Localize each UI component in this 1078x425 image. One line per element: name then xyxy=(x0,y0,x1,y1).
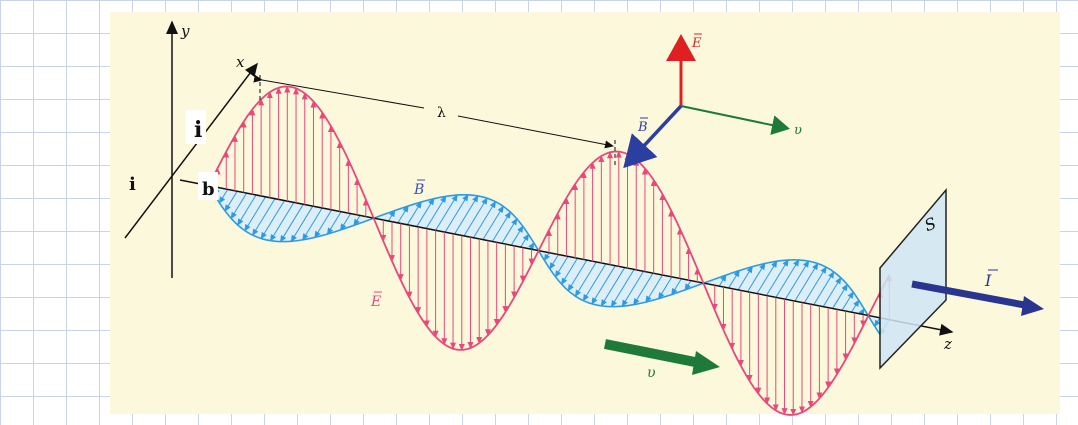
b-field-vector xyxy=(684,280,692,291)
b-field-vector xyxy=(728,269,740,289)
screen-surface xyxy=(879,187,947,370)
b-field-vector xyxy=(435,194,458,231)
b-field-vector xyxy=(671,278,682,296)
velocity-arrow xyxy=(604,339,701,368)
b-field-vector xyxy=(600,267,626,307)
b-field-vector xyxy=(765,259,789,296)
b-field-vector xyxy=(567,259,588,292)
b-field-vector xyxy=(574,261,597,298)
b-field-vector xyxy=(224,191,238,212)
b-field-vector xyxy=(501,217,518,244)
intensity-label: I xyxy=(984,271,992,290)
b-field-vector xyxy=(591,265,616,305)
b-field-vector xyxy=(561,258,578,285)
b-field-vector xyxy=(387,209,396,222)
b-field-vector xyxy=(858,307,865,316)
b-field-vector xyxy=(737,265,753,291)
b-field-vector xyxy=(260,200,285,240)
mark-b: b xyxy=(202,179,215,200)
b-field-vector xyxy=(491,211,511,242)
e-field-label: E xyxy=(370,294,381,310)
b-field-vector xyxy=(813,271,835,306)
mark-i-1-backdrop xyxy=(186,110,206,144)
b-field-vector xyxy=(582,263,607,302)
b-field-vector xyxy=(658,276,673,300)
b-field-vector xyxy=(218,189,229,204)
mark-i-1: i xyxy=(194,117,202,143)
b-field-vector xyxy=(230,192,248,220)
e-wave xyxy=(207,85,893,416)
x-axis-label: x xyxy=(236,53,245,71)
b-field-vector xyxy=(610,269,635,308)
b-field-vector xyxy=(326,211,342,235)
b-field-vector xyxy=(340,213,351,231)
velocity-arrow-head xyxy=(692,351,720,375)
b-field-vector xyxy=(302,207,323,241)
b-field-vector xyxy=(252,198,276,237)
b-field-vector xyxy=(543,252,551,262)
b-field-vector xyxy=(554,256,569,278)
b-field-vector xyxy=(406,201,422,226)
b-field-vector xyxy=(784,260,810,300)
b-field-vector xyxy=(244,196,266,232)
wavelength-label: λ xyxy=(437,105,446,121)
b-field-vector xyxy=(549,254,559,270)
b-field-vector xyxy=(314,209,333,239)
b-field-vector xyxy=(454,195,479,235)
b-wave xyxy=(208,185,890,336)
field-triad xyxy=(623,34,790,169)
b-field-vector xyxy=(633,273,654,306)
triad-e-label: E xyxy=(691,36,702,51)
x-axis xyxy=(124,62,258,239)
b-field-vector xyxy=(444,194,469,233)
triad-b-label: B xyxy=(637,120,648,135)
b-field-vector xyxy=(645,274,663,303)
velocity-label: υ xyxy=(647,365,656,381)
b-field-vector xyxy=(463,197,488,237)
b-field-vector xyxy=(472,200,497,239)
b-field-vector xyxy=(841,291,854,311)
b-field-vector xyxy=(353,215,361,227)
b-field-vector xyxy=(425,195,447,229)
b-field-vector xyxy=(397,205,409,224)
triad-v-label: υ xyxy=(794,123,802,138)
b-field-vector xyxy=(832,283,848,309)
b-field-vector xyxy=(747,262,766,293)
b-field-vector xyxy=(528,242,535,250)
b-field-label: B xyxy=(413,182,424,198)
wavelength-marker xyxy=(253,74,616,165)
b-field-vector xyxy=(269,202,295,242)
b-field-vector xyxy=(874,317,881,328)
b-field-vector xyxy=(416,197,435,227)
e-wave-curve xyxy=(207,85,890,416)
b-field-vector xyxy=(794,262,819,302)
z-axis-label: z xyxy=(943,335,952,353)
y-axis-label: y xyxy=(180,22,190,40)
b-wave-curve xyxy=(208,185,881,336)
intensity-arrow xyxy=(911,280,1031,310)
b-field-vector xyxy=(803,266,827,304)
b-field-vector xyxy=(718,274,727,287)
intensity-arrow-head xyxy=(1021,296,1044,316)
b-field-vector xyxy=(850,299,860,313)
b-field-vector xyxy=(279,204,304,243)
b-field-vector xyxy=(621,271,644,308)
mark-b-backdrop xyxy=(198,172,218,200)
b-field-vector xyxy=(237,194,257,226)
b-field-vector xyxy=(822,276,842,308)
mark-i-2: i xyxy=(129,174,136,195)
b-field-vector xyxy=(775,259,800,298)
b-field-vector xyxy=(482,205,504,240)
b-field-vector xyxy=(756,260,778,295)
b-field-vector xyxy=(290,205,314,243)
b-field-vector xyxy=(510,225,524,246)
b-field-vector xyxy=(520,233,530,248)
